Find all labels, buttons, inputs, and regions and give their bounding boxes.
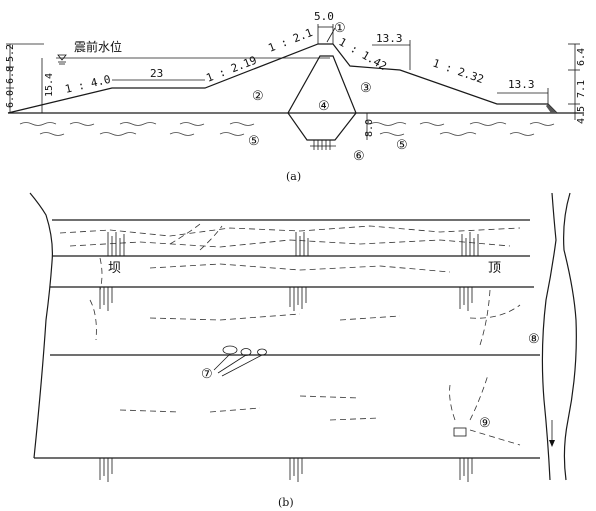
right-dim-3: 4.5 — [576, 106, 587, 124]
marker-1: ① — [334, 21, 346, 36]
svg-text:13.3: 13.3 — [508, 78, 535, 91]
crest-dimension: 5.0 — [314, 10, 334, 44]
hatch-marks — [99, 232, 479, 482]
svg-text:23: 23 — [150, 67, 163, 80]
marker-5b: ⑤ — [396, 138, 408, 153]
foundation-piles — [310, 140, 336, 150]
left-dim-3: 5.2 — [5, 44, 16, 62]
toe-drain — [546, 104, 557, 113]
marker-8: ⑧ — [528, 332, 540, 347]
left-dim-1: 6.0 — [5, 90, 16, 108]
plan-view-b: 坝 顶 ⑦ ⑧ ⑨ (b) — [29, 192, 577, 509]
right-bank — [541, 192, 557, 481]
right-dim-1: 6.4 — [576, 48, 587, 66]
sinkholes — [213, 345, 267, 377]
dam-profile — [7, 43, 558, 114]
slope-upstream-lower: 1 : 4.0 — [64, 73, 112, 96]
water-level-label: 震前水位 — [74, 39, 122, 54]
marker-9: ⑨ — [479, 416, 491, 431]
plan-label-left: 坝 — [108, 261, 121, 276]
marker-2: ② — [252, 89, 264, 104]
left-dim-2: 6.8 — [5, 66, 16, 84]
marker-5a: ⑤ — [248, 134, 260, 149]
svg-text:5.0: 5.0 — [314, 10, 334, 23]
caption-b: (b) — [278, 496, 294, 509]
left-dimensions: 6.0 6.8 5.2 15.4 — [5, 43, 55, 113]
bottom-right-dimension: 13.3 — [497, 78, 549, 104]
left-bank — [29, 192, 53, 459]
right-dimensions: 6.4 7.1 4.5 — [568, 43, 587, 124]
right-bank-outer — [563, 192, 577, 481]
crack-lines — [59, 223, 521, 446]
svg-text:13.3: 13.3 — [376, 32, 403, 45]
dam-core — [287, 55, 357, 141]
marker-3: ③ — [360, 81, 372, 96]
svg-text:8.0: 8.0 — [364, 119, 375, 137]
core-depth-dimension: 8.0 — [364, 113, 375, 140]
marker-7: ⑦ — [201, 367, 213, 382]
marker-6: ⑥ — [353, 149, 365, 164]
right-dim-2: 7.1 — [576, 80, 587, 98]
cross-section-a: 震前水位 6.0 6.8 5.2 15.4 1 : 4.0 1 : 2.19 1… — [5, 10, 587, 183]
water-waves — [19, 122, 555, 136]
water-level-icon — [57, 54, 67, 61]
marker-4: ④ — [318, 99, 330, 114]
slope-downstream: 1 : 2.32 — [431, 57, 485, 87]
slope-crest-left: 1 : 2.1 — [266, 26, 314, 55]
left-dim-inner: 15.4 — [44, 73, 55, 97]
plan-label-right: 顶 — [488, 261, 501, 276]
observation-box — [453, 427, 467, 437]
top-right-dimension: 13.3 — [372, 32, 411, 70]
caption-a: (a) — [286, 170, 301, 183]
berm-dimension: 23 — [112, 67, 205, 81]
flow-arrow-icon — [549, 440, 555, 447]
